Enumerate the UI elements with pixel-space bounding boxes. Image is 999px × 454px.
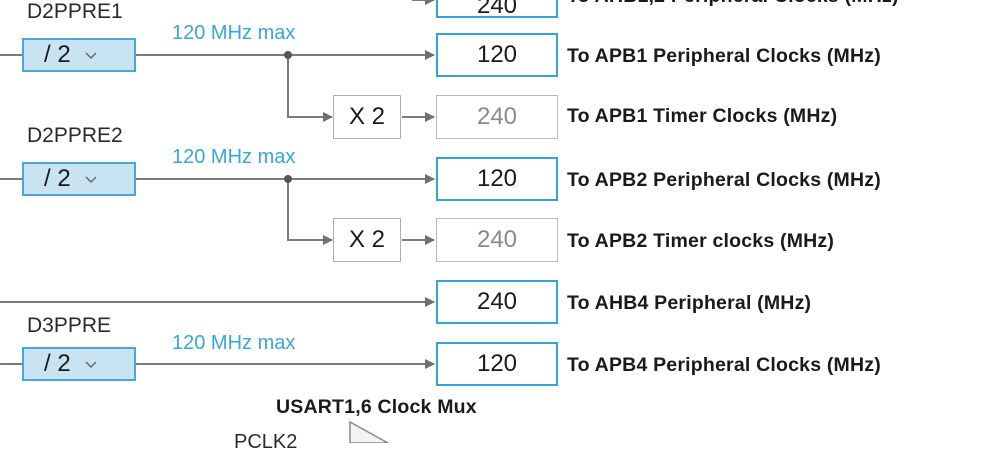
apb1-timer-multiplier: X 2 [333, 95, 401, 139]
mux-shape [349, 420, 389, 443]
apb2-timer-multiplier: X 2 [333, 218, 401, 262]
d2ppre2-dropdown[interactable]: / 2 [22, 162, 136, 196]
chevron-down-icon [85, 361, 97, 368]
d3ppre-value: / 2 [44, 350, 71, 377]
d2ppre2-value: / 2 [44, 165, 71, 192]
d2ppre1-max-label: 120 MHz max [172, 22, 296, 44]
junction-dots [284, 51, 292, 183]
apb2-timer-label: To APB2 Timer clocks (MHz) [567, 230, 835, 252]
d2ppre1-value: / 2 [44, 41, 71, 68]
apb1-peripheral-label: To APB1 Peripheral Clocks (MHz) [567, 45, 881, 67]
apb1-timer-label: To APB1 Timer Clocks (MHz) [567, 105, 838, 127]
usart16-mux-title: USART1,6 Clock Mux [276, 396, 477, 418]
clock-wiring [0, 0, 435, 443]
apb2-timer-output: 240 [436, 218, 558, 262]
d3ppre-max-label: 120 MHz max [172, 332, 296, 354]
d3ppre-label: D3PPRE [27, 314, 112, 337]
apb4-peripheral-output[interactable]: 120 [436, 342, 558, 386]
d2ppre1-label: D2PPRE1 [27, 0, 123, 23]
apb1-peripheral-output[interactable]: 120 [436, 33, 558, 77]
chevron-down-icon [85, 52, 97, 59]
chevron-down-icon [85, 176, 97, 183]
d2ppre1-dropdown[interactable]: / 2 [22, 38, 136, 72]
ahb12-output-label: To AHB1,2 Peripheral Clocks (MHz) [567, 0, 899, 8]
ahb12-output-box: 240 [436, 0, 558, 19]
d2ppre2-label: D2PPRE2 [27, 124, 123, 147]
ahb4-peripheral-output[interactable]: 240 [436, 280, 558, 324]
ahb4-peripheral-label: To AHB4 Peripheral (MHz) [567, 292, 812, 314]
apb2-peripheral-output[interactable]: 120 [436, 157, 558, 201]
d3ppre-dropdown[interactable]: / 2 [22, 347, 136, 381]
apb1-timer-output: 240 [436, 95, 558, 139]
d2ppre2-max-label: 120 MHz max [172, 146, 296, 168]
apb4-peripheral-label: To APB4 Peripheral Clocks (MHz) [567, 354, 881, 376]
apb2-peripheral-label: To APB2 Peripheral Clocks (MHz) [567, 169, 881, 191]
